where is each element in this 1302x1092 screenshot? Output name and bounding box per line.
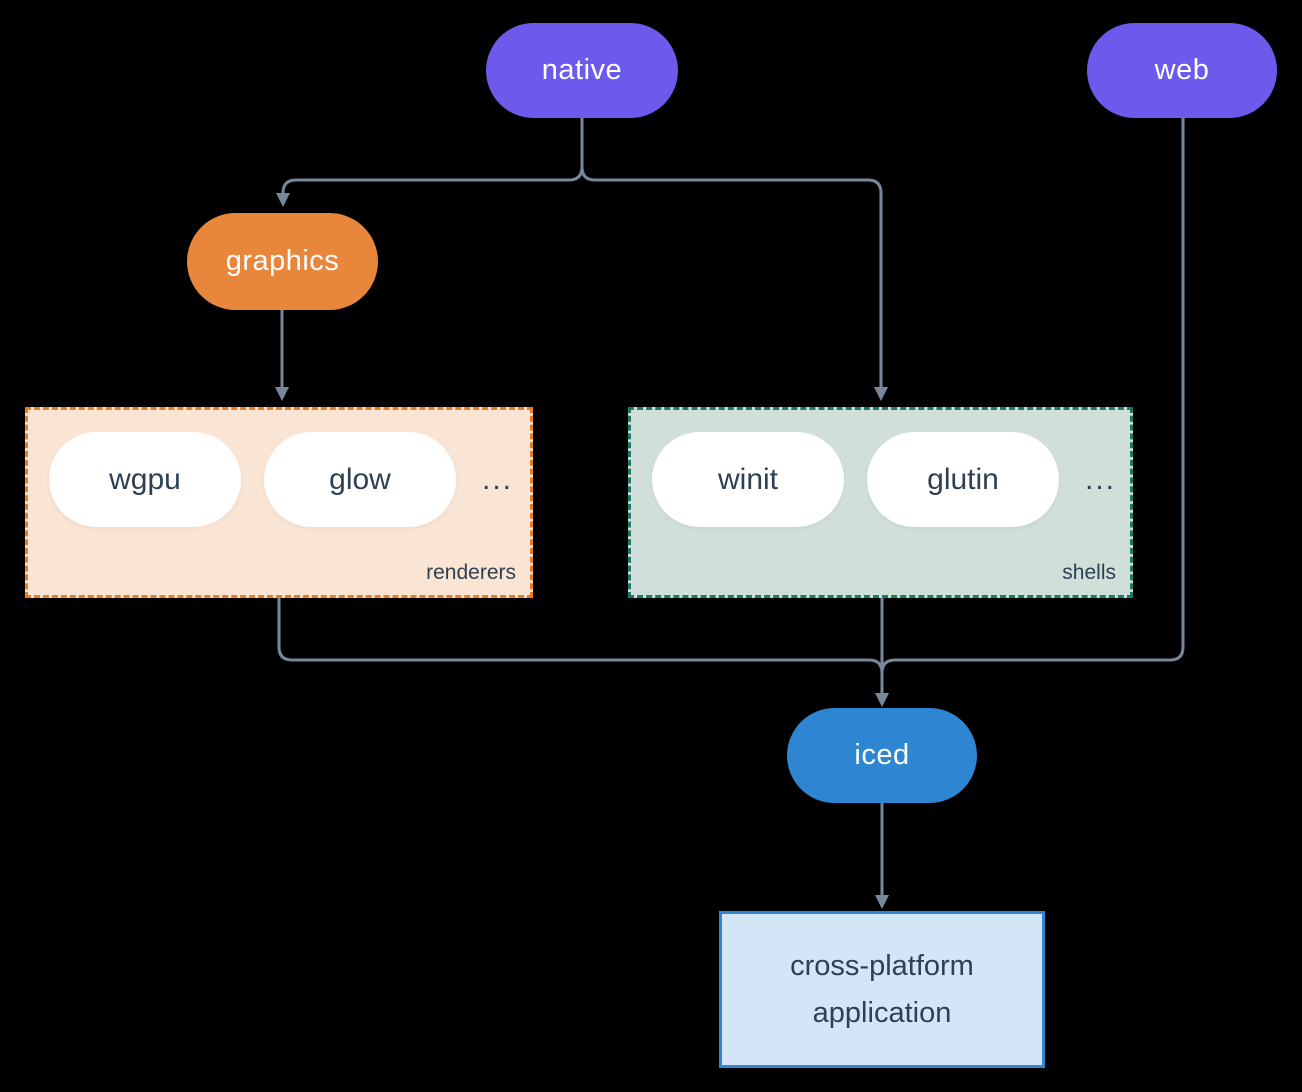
node-wgpu: wgpu [49,432,241,527]
edge-native-to-shells [580,118,888,401]
node-glow: glow [264,432,456,527]
shells-label: shells [1062,561,1116,584]
renderers-ellipsis: ... [482,462,514,496]
node-native: native [486,23,678,118]
node-cross-platform-application: cross-platform application [719,911,1045,1068]
edge-native-to-graphics [276,118,584,207]
app-box-line2: application [812,996,952,1029]
group-shells: winit glutin ... shells [628,407,1133,598]
node-winit: winit [652,432,844,527]
renderers-label: renderers [426,561,516,584]
renderers-items: wgpu glow ... [28,410,530,527]
node-glutin: glutin [867,432,1059,527]
shells-items: winit glutin ... [631,410,1130,527]
edge-renderers-to-merge [277,598,884,680]
node-iced: iced [787,708,977,803]
group-renderers: wgpu glow ... renderers [25,407,533,598]
app-box-line1: cross-platform [790,950,974,983]
node-web: web [1087,23,1277,118]
shells-ellipsis: ... [1085,462,1117,496]
node-graphics: graphics [187,213,378,310]
